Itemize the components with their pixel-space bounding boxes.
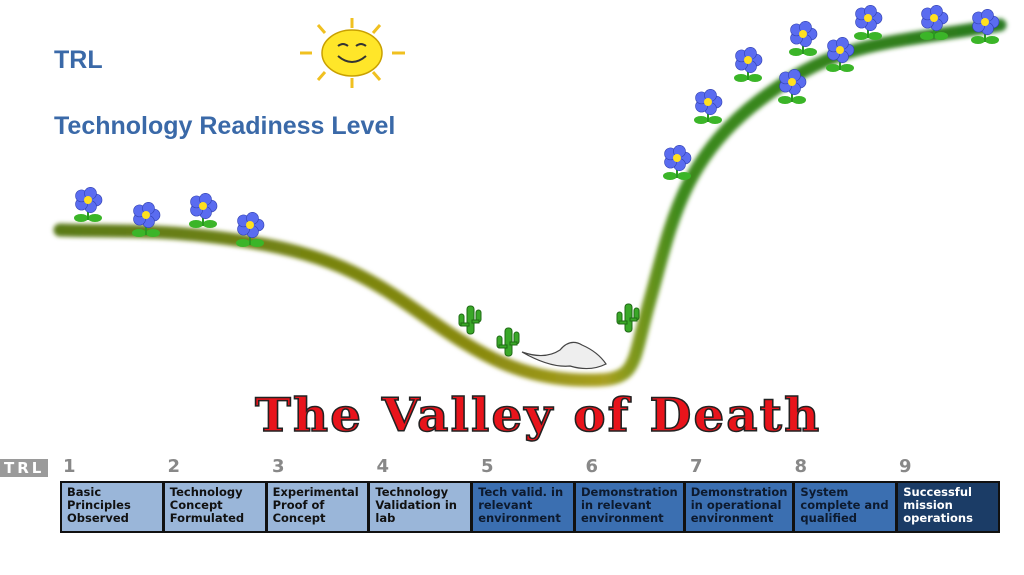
subtitle: Technology Readiness Level [54,112,396,140]
trl-level-3: Experimental Proof of Concept [267,483,368,531]
sun-icon [300,18,405,88]
cactus-icon [616,303,640,333]
trl-level-5: Tech valid. in relevant environment [473,483,573,531]
valley-of-death-title: The Valley of Death [254,387,822,443]
flower-icon [734,47,763,82]
trl-level-number: 6 [585,456,599,477]
trl-level-number: 1 [63,456,76,477]
trl-level-number: 8 [794,456,808,477]
trl-level-number: 5 [481,456,494,477]
trl-badge: TRL [0,459,49,477]
trl-level-4: Technology Validation in lab [370,483,471,531]
trl-level-number: 3 [272,456,285,477]
trl-level-6: Demonstration in relevant environment [575,483,683,531]
trl-level-1: Basic Principles Observed [62,483,162,531]
flower-icon [74,187,103,222]
flower-icon [854,5,883,40]
trl-level-number: 2 [167,456,181,477]
flower-icon [663,145,692,180]
flower-icon [189,193,218,228]
flower-icon [778,69,807,104]
flower-icon [971,9,1000,44]
trl-level-number: 9 [899,456,912,477]
flower-icon [826,37,855,72]
skull-icon [521,341,607,370]
flower-icon [789,21,818,56]
title-trl: TRL [54,46,103,74]
trl-level-7: Demonstration in operational environment [685,483,793,531]
trl-level-number: 4 [376,456,390,477]
trl-level-2: Technology Concept Formulated [164,483,265,531]
trl-level-8: System complete and qualified [795,483,896,531]
flower-icon [132,202,161,237]
trl-level-number: 7 [690,456,703,477]
cactus-icon [496,327,520,357]
flower-icon [920,5,949,40]
trl-level-9: Successful mission operations [898,483,999,531]
flower-icon [236,212,265,247]
flower-icon [694,89,723,124]
cactus-icon [458,305,482,335]
